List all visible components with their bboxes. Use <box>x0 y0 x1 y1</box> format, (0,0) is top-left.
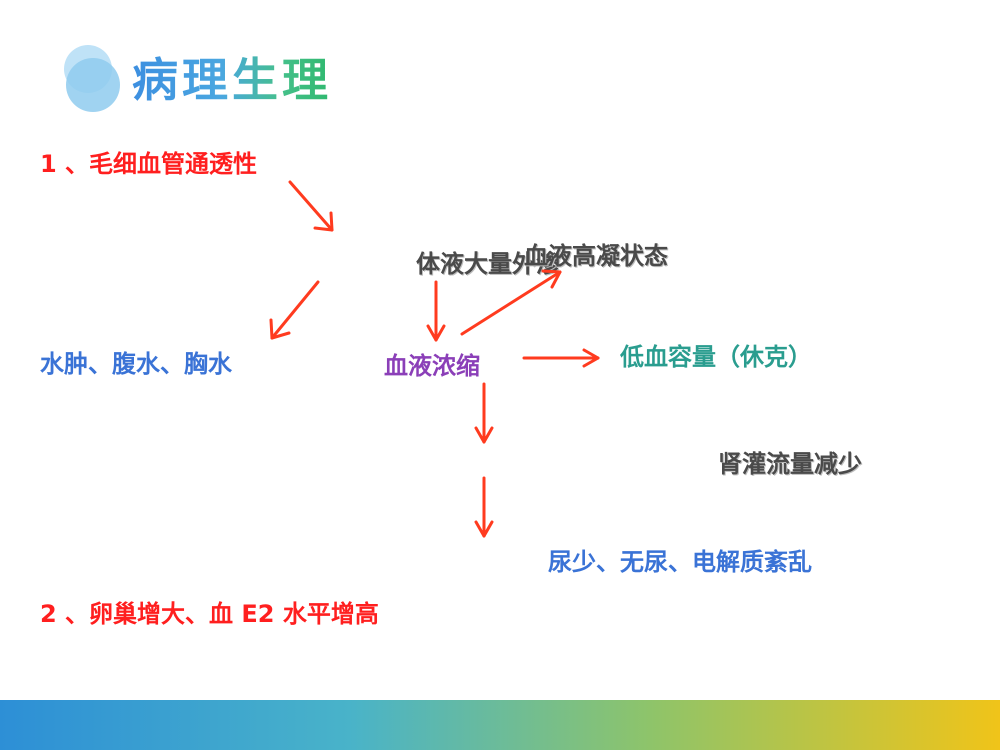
item-hypercoagulable: 血液高凝状态 <box>524 242 668 270</box>
item-renal-flow: 肾灌流量减少 <box>718 450 862 478</box>
arrow-to-oliguria <box>474 476 494 538</box>
footer-gradient-bar <box>0 700 1000 750</box>
decor-circle-dark <box>66 58 120 112</box>
arrow-hemoconc-to-hypercoag <box>460 269 562 336</box>
arrow-permeability-down <box>288 180 334 232</box>
item-hemoconcentration: 血液浓缩 <box>384 352 480 380</box>
item-permeability: 1 、毛细血管通透性 <box>40 150 258 178</box>
item-hypovolemia: 低血容量（休克） <box>620 343 812 371</box>
arrow-fluid-to-hemoconc <box>426 280 446 342</box>
item-edema: 水肿、腹水、胸水 <box>40 350 232 378</box>
arrow-hemoconc-to-hypovolemia <box>522 348 600 368</box>
slide-title: 病理生理 <box>132 44 332 110</box>
arrow-to-edema <box>269 280 320 340</box>
item-oliguria: 尿少、无尿、电解质紊乱 <box>548 548 812 576</box>
item-ovary: 2 、卵巢增大、血 E2 水平增高 <box>40 600 379 628</box>
item-fluid-loss: 体液大量外渗 <box>416 250 560 278</box>
arrow-hemoconc-down <box>474 382 494 444</box>
